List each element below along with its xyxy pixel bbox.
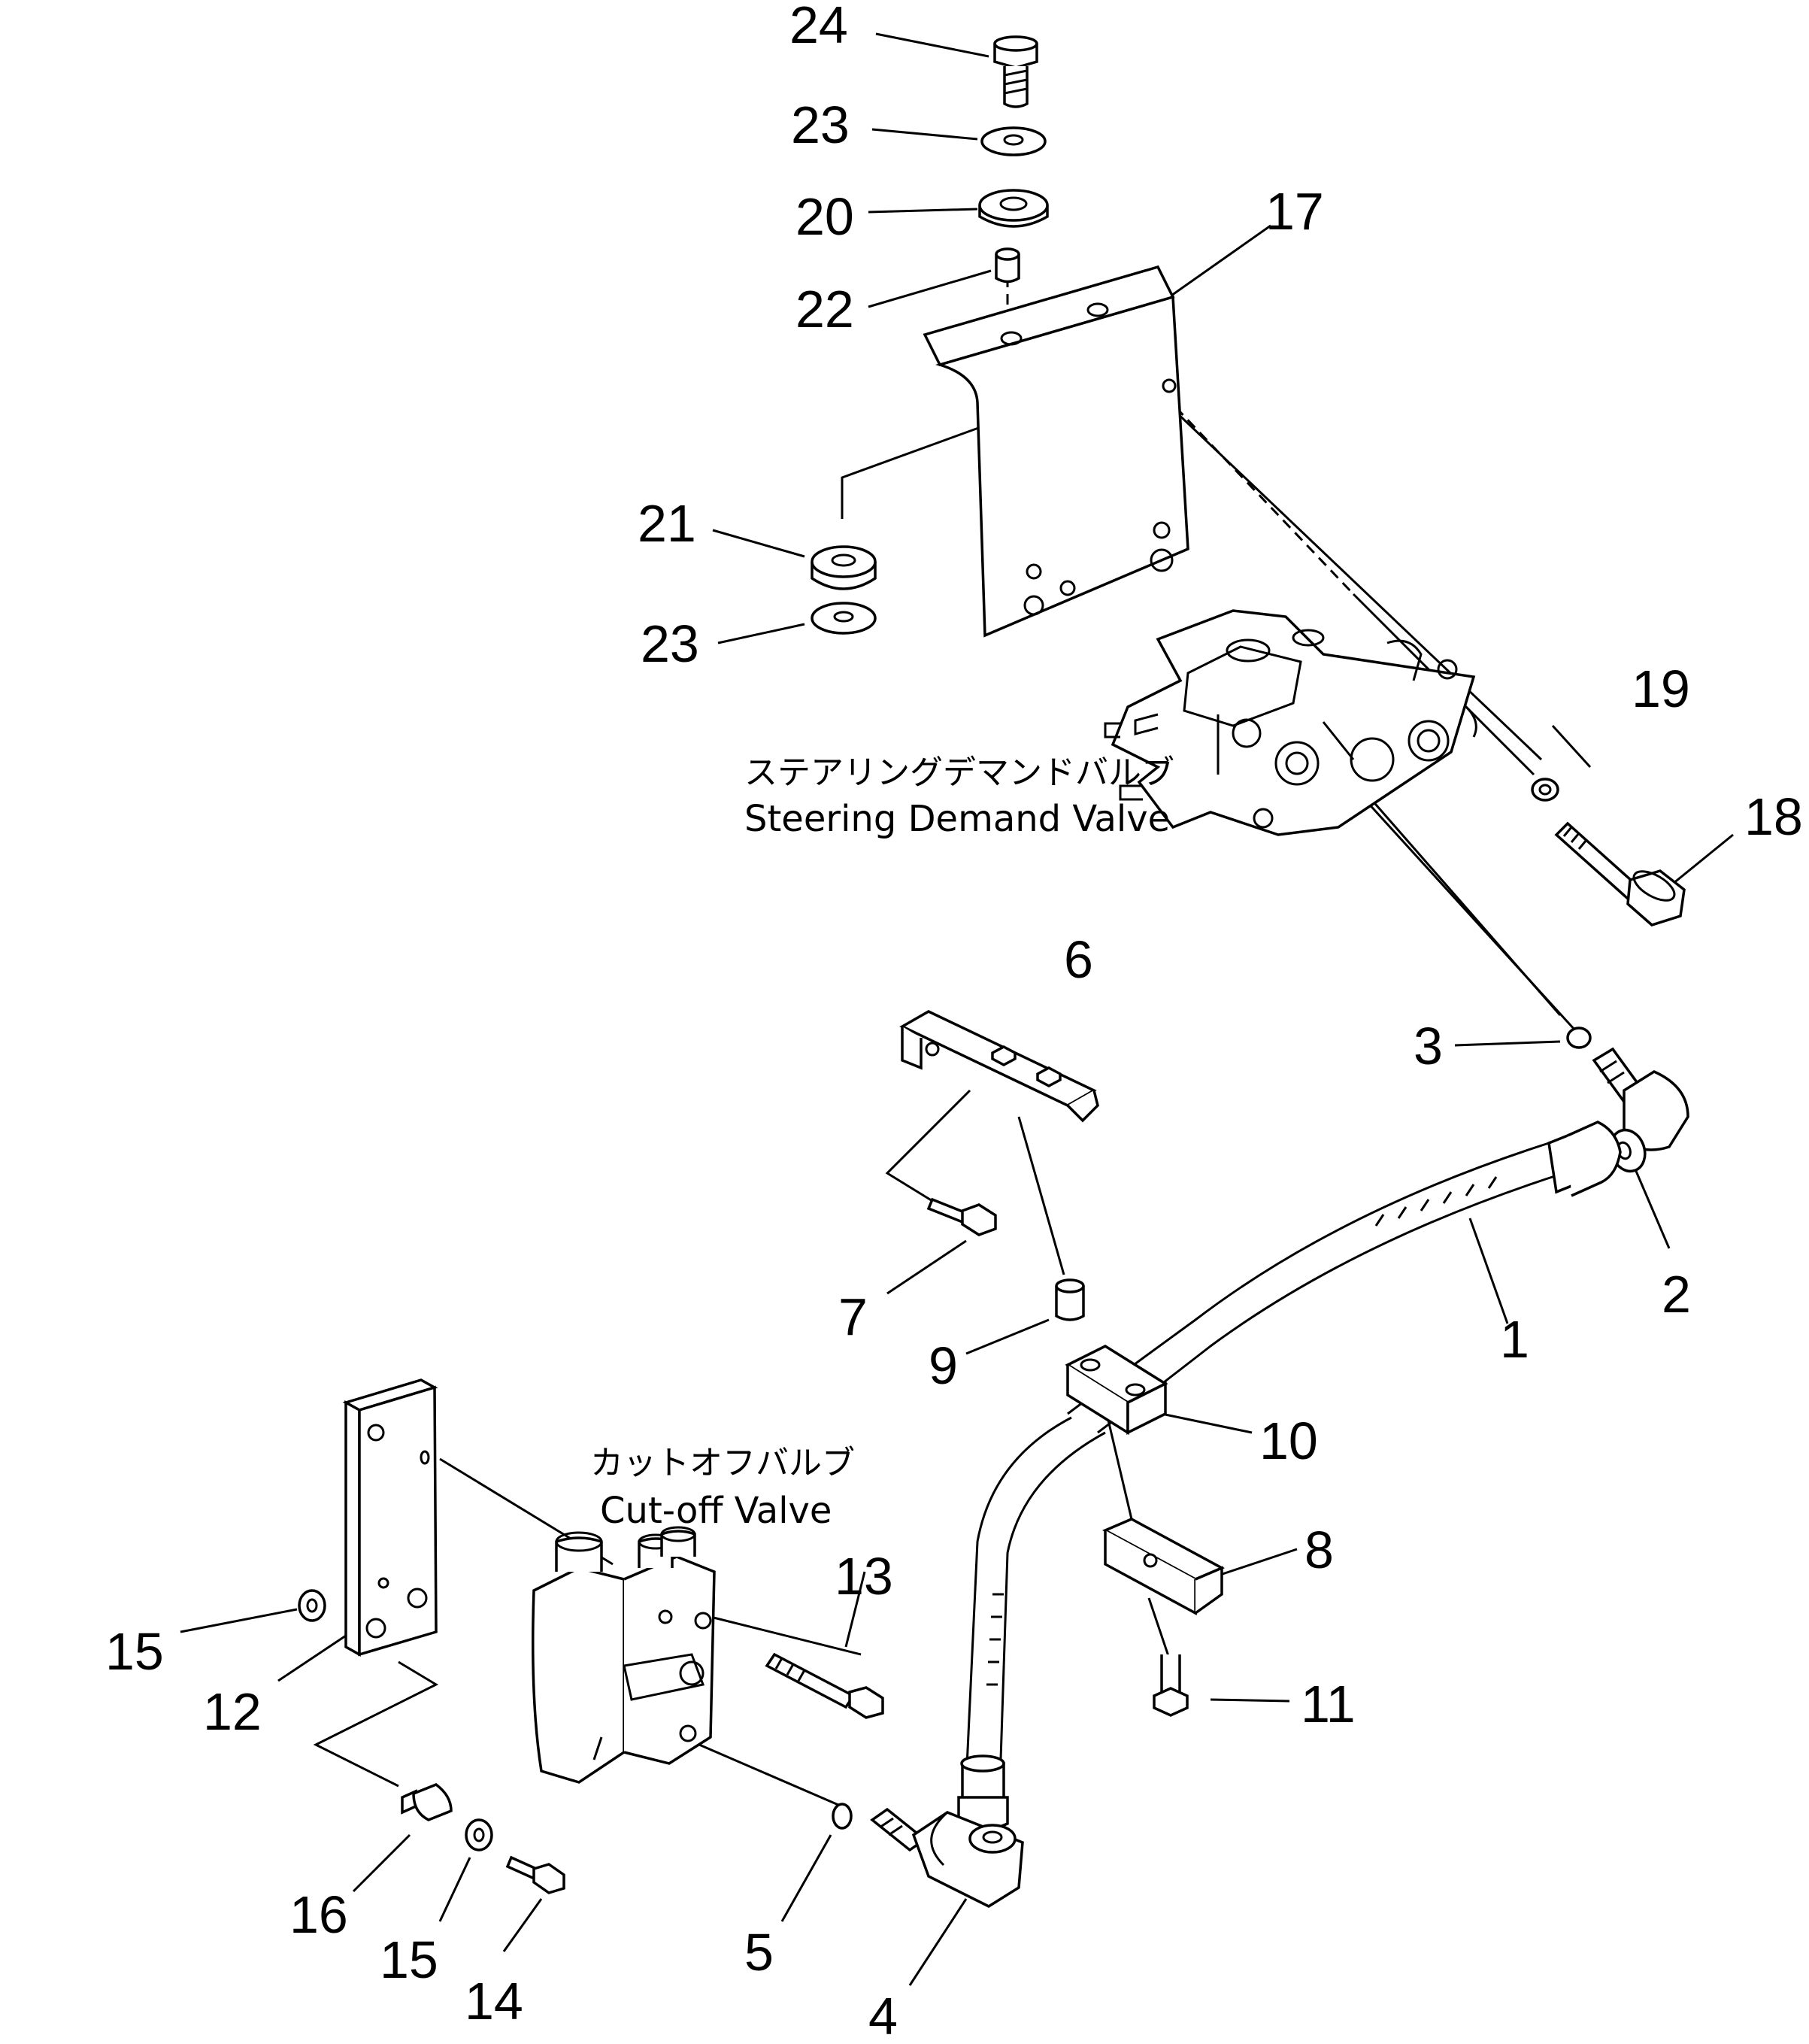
- bolt-7: [926, 1197, 997, 1236]
- callout-23-top: 23: [791, 96, 850, 154]
- plug-16: [401, 1783, 453, 1821]
- callout-7: 7: [838, 1287, 868, 1346]
- callout-13: 13: [835, 1547, 893, 1606]
- cushion-20: [978, 189, 1049, 228]
- clamp-10: [1065, 1344, 1168, 1436]
- o-ring-19: [1531, 778, 1559, 802]
- elbow-4: [870, 1807, 1024, 1909]
- cut-off-valve-label-jp: カットオフバルブ: [590, 1444, 855, 1482]
- bracket-6: [899, 1010, 1099, 1123]
- cut-off-valve-label-en: Cut-off Valve: [600, 1490, 832, 1532]
- washer-15-left: [298, 1589, 326, 1622]
- collar-9: [1055, 1278, 1085, 1321]
- callout-6: 6: [1064, 930, 1093, 989]
- callout-15-bottom: 15: [380, 1930, 438, 1989]
- bolt-18: [1554, 821, 1686, 926]
- bolt-14: [505, 1855, 565, 1894]
- callout-8: 8: [1304, 1521, 1334, 1579]
- collar-22: [995, 247, 1020, 284]
- washer-15-bottom: [465, 1818, 493, 1851]
- elbow-2: [1592, 1047, 1689, 1173]
- callout-17: 17: [1265, 182, 1324, 241]
- callout-18: 18: [1744, 787, 1803, 846]
- steering-demand-valve-label-en: Steering Demand Valve: [744, 798, 1170, 840]
- callout-4: 4: [868, 1987, 898, 2044]
- cut-off-valve: [532, 1526, 716, 1784]
- callout-19: 19: [1632, 660, 1690, 718]
- bolt-13: [765, 1652, 884, 1719]
- callout-3: 3: [1414, 1017, 1443, 1075]
- callout-22: 22: [795, 280, 854, 338]
- part-number-callouts: 24 23 20 22 17 21 23 19 18 6 3 2 1 7 9 1…: [105, 0, 1803, 2044]
- steering-demand-valve-label-jp: ステアリングデマンドバルブ: [744, 754, 1174, 792]
- hose-1: [957, 1121, 1622, 1831]
- callout-11: 11: [1301, 1675, 1356, 1733]
- callout-16: 16: [289, 1885, 348, 1944]
- washer-23-top: [980, 126, 1047, 156]
- bracket-8: [1101, 1518, 1226, 1615]
- callout-12: 12: [203, 1682, 262, 1741]
- callout-5: 5: [744, 1923, 774, 1982]
- bolt-11: [1153, 1654, 1189, 1717]
- callout-10: 10: [1259, 1412, 1318, 1470]
- callout-2: 2: [1662, 1265, 1691, 1324]
- callout-15-left: 15: [105, 1622, 164, 1681]
- steering-demand-valve: [1104, 609, 1477, 836]
- plate-12: [342, 1378, 438, 1657]
- bracket-17: [923, 265, 1189, 638]
- washer-23-bottom: [811, 602, 877, 635]
- o-ring-5: [832, 1803, 853, 1830]
- callout-21: 21: [638, 494, 696, 553]
- callout-14: 14: [465, 1972, 523, 2030]
- callout-9: 9: [929, 1336, 958, 1395]
- callout-20: 20: [795, 187, 854, 246]
- valve-labels: ステアリングデマンドバルブ Steering Demand Valve カットオ…: [590, 754, 1174, 1532]
- o-ring-3: [1566, 1027, 1592, 1049]
- callout-23-bottom: 23: [641, 614, 699, 673]
- callout-1: 1: [1500, 1310, 1529, 1369]
- cushion-21: [811, 545, 877, 590]
- bolt-24: [993, 35, 1038, 108]
- callout-24: 24: [789, 0, 848, 54]
